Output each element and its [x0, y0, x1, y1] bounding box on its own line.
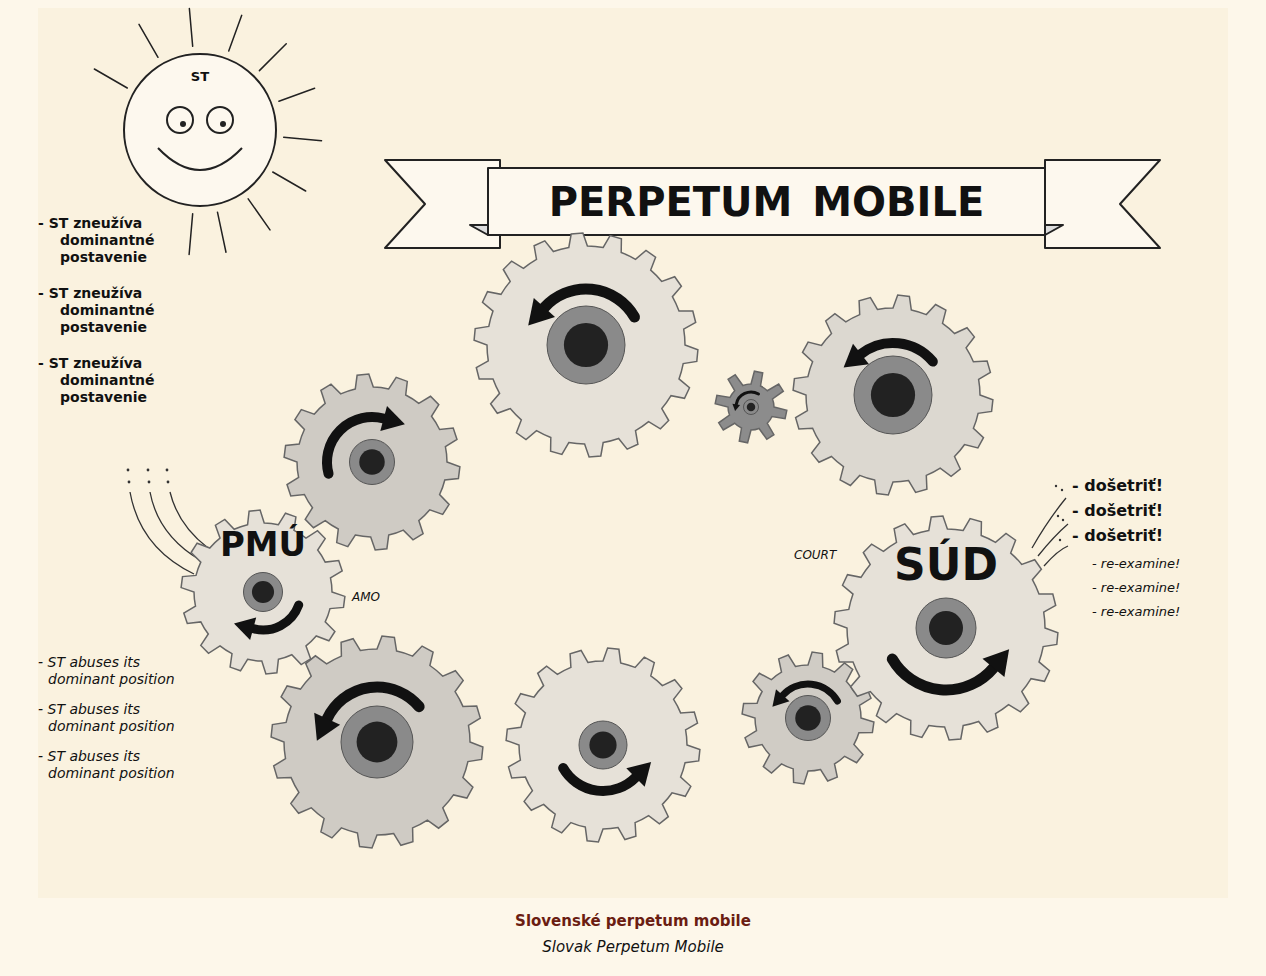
annotation: - došetriť!: [1072, 476, 1163, 495]
gear-hub: [547, 306, 625, 384]
sun-ray: [279, 88, 315, 101]
gear: [742, 652, 874, 784]
gear: [271, 636, 483, 848]
sun-ray: [273, 172, 306, 191]
sun: ST: [120, 50, 280, 210]
banner-title: PERPETUM MOBILE: [488, 168, 1045, 235]
sun-eye: [167, 107, 193, 133]
annotation: - došetriť!: [1072, 501, 1163, 520]
sun-ray: [94, 69, 127, 88]
gear-axle: [871, 373, 915, 417]
gear-axle: [252, 581, 274, 603]
sun-ray: [259, 44, 286, 71]
arrow-head: [844, 344, 869, 368]
gear-axle: [589, 731, 616, 758]
arrow-head: [380, 406, 405, 431]
gear-hub: [244, 573, 283, 612]
annotation: - re-examine!: [1092, 556, 1180, 572]
sun-smile: [158, 148, 242, 170]
gear-hub: [854, 356, 932, 434]
gear: [284, 374, 460, 550]
rotation-arrow: [736, 392, 758, 404]
rotation-arrow: [861, 343, 933, 362]
banner: [385, 160, 1160, 248]
rotation-arrow: [327, 417, 384, 474]
gear-hub: [786, 696, 831, 741]
gear: [506, 648, 700, 842]
rotation-arrow: [327, 687, 419, 719]
panel: [38, 8, 1228, 898]
gear-hub: [579, 721, 627, 769]
gear-hub: [341, 706, 413, 778]
gear-node: SÚD: [830, 512, 1062, 744]
gear: [715, 371, 787, 443]
gear-axle: [929, 611, 963, 645]
annotation: - ST abuses its dominant position: [38, 748, 208, 782]
annotation: - re-examine!: [1092, 580, 1180, 596]
rotation-arrow: [253, 605, 299, 630]
gear-axle: [564, 323, 608, 367]
annotation: - ST abuses its dominant position: [38, 654, 208, 688]
sun-ray: [139, 24, 158, 57]
gear: [474, 233, 698, 457]
rotation-arrow: [783, 684, 838, 701]
annotation: - ST zneužíva dominantné postavenie: [38, 285, 210, 335]
gear-hub: [350, 440, 395, 485]
sun-pupil: [220, 121, 226, 127]
gear: [793, 295, 993, 495]
gear-axle: [359, 449, 385, 475]
annotation: - ST abuses its dominant position: [38, 701, 208, 735]
annotation: - došetriť!: [1072, 526, 1163, 545]
rotation-arrow: [544, 289, 634, 317]
gears: [271, 233, 993, 848]
annotation: Slovak Perpetum Mobile: [0, 938, 1266, 956]
gear-axle: [795, 705, 821, 731]
gear-label: SÚD: [830, 543, 1062, 587]
gear-node: PMÚ: [177, 506, 349, 678]
sun-eye: [207, 107, 233, 133]
arrow-head: [983, 649, 1010, 677]
sun-pupil: [180, 121, 186, 127]
arrow-head: [234, 617, 256, 640]
rotation-arrow: [892, 659, 993, 690]
arrow-head: [772, 689, 789, 707]
annotation: - re-examine!: [1092, 604, 1180, 620]
gear-axle: [747, 403, 756, 412]
gear-label: PMÚ: [177, 528, 349, 562]
sun-ray: [189, 214, 193, 255]
sun-ray: [189, 8, 192, 46]
arrow-head: [626, 762, 651, 787]
caption: Slovenské perpetum mobile: [0, 912, 1266, 930]
gear-axle: [357, 722, 398, 763]
gear-hub: [916, 598, 976, 658]
sun-ray: [284, 137, 322, 140]
annotation: AMO: [352, 590, 380, 604]
sun-ray: [248, 199, 270, 230]
annotation: - ST zneužíva dominantné postavenie: [38, 215, 210, 265]
rotation-arrow: [563, 768, 635, 791]
annotation: COURT: [794, 548, 836, 562]
annotation: - ST zneužíva dominantné postavenie: [38, 355, 210, 405]
gear-hub: [744, 400, 759, 415]
sun-label: ST: [120, 70, 280, 83]
arrow-head: [314, 713, 340, 741]
sun-ray: [217, 212, 226, 252]
sun-ray: [229, 15, 242, 51]
arrow-head: [732, 404, 740, 411]
arrow-head: [528, 298, 555, 326]
